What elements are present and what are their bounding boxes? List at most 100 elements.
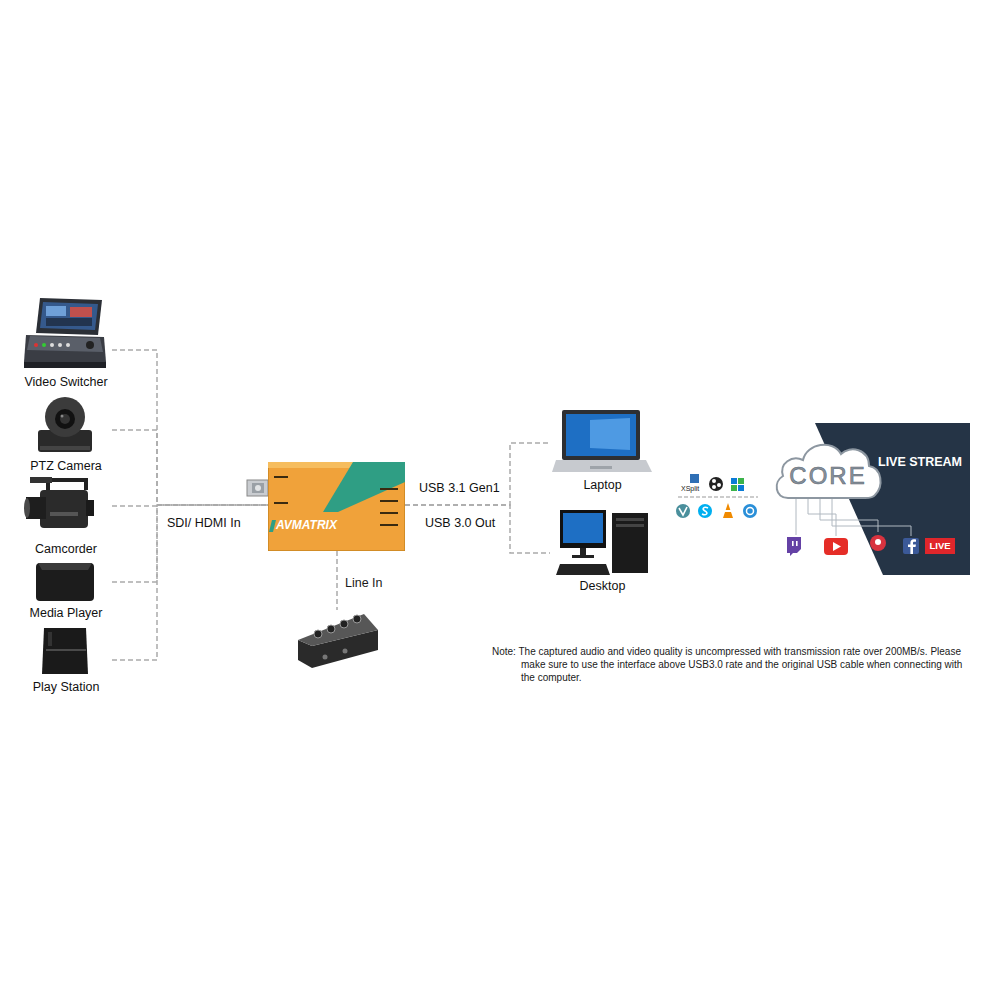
- video-switcher-icon-part: [46, 306, 66, 316]
- desktop-icon-part: [560, 510, 606, 548]
- software-icons-part: [676, 504, 690, 518]
- dashed-connector: [112, 430, 268, 505]
- ptz-camera-icon-part: [61, 415, 64, 418]
- game-console-icon-part: [42, 628, 88, 674]
- source-device-text: Play Station: [33, 680, 100, 695]
- panel-outline-part-part: [870, 535, 886, 551]
- camcorder-icon-part: [24, 498, 30, 518]
- software-logo-text: XSplit: [679, 484, 701, 493]
- desktop-icon-part: [612, 513, 648, 573]
- software-icons-part: [712, 485, 716, 489]
- laptop-icon-part: [590, 466, 612, 469]
- panel-outline-part-part: [833, 542, 841, 551]
- media-player-icon: [36, 563, 94, 601]
- audio-mixer-icon-part: [327, 625, 335, 633]
- video-switcher-icon-part: [46, 318, 92, 326]
- video-switcher-icon-part: [24, 335, 106, 362]
- laptop-icon-part: [566, 414, 636, 456]
- panel-outline-part-part: [908, 539, 916, 554]
- software-icons-part: [702, 507, 708, 514]
- media-player-icon-part: [36, 563, 94, 601]
- capture-card-art-part: [269, 520, 276, 532]
- video-switcher-icon-part: [42, 343, 46, 347]
- ptz-camera-icon-part: [60, 414, 70, 424]
- video-switcher-icon-part: [24, 362, 106, 368]
- panel-outline-part-part: [903, 538, 919, 554]
- video-switcher-icon-part: [34, 343, 38, 347]
- panel-outline-part-part: [796, 541, 798, 546]
- panel-outline-part-part: [832, 498, 911, 536]
- computer-text: Laptop: [583, 478, 621, 493]
- cloud-service-text: CORE: [789, 462, 866, 490]
- line-in-wire: [336, 551, 338, 610]
- software-icons-part: [679, 507, 687, 515]
- line-in-label: Line In: [343, 575, 385, 591]
- media-player-icon-part: [38, 563, 92, 570]
- capture-card: AVMATRIX: [268, 462, 405, 551]
- connector-label: SDI/ HDMI In: [165, 516, 243, 531]
- game-console-icon: [42, 628, 88, 674]
- dashed-connector: [405, 443, 550, 505]
- desktop-icon-part: [616, 518, 644, 521]
- source-device: Media Player: [20, 558, 112, 621]
- connector-label: USB 3.0 Out: [423, 516, 497, 531]
- bnc-connector: [247, 480, 268, 496]
- live-badge: LIVE: [925, 538, 955, 554]
- software-icons-part: [712, 479, 716, 483]
- laptop-icon-part: [562, 410, 640, 460]
- source-device-text: Video Switcher: [24, 375, 107, 390]
- ptz-camera-icon-part: [45, 397, 85, 437]
- camcorder-icon-part: [40, 490, 88, 528]
- ptz-camera-icon-part: [55, 409, 75, 429]
- software-icons-part: [698, 504, 712, 518]
- software-icons-part: [747, 508, 754, 515]
- panel-outline-part-part: [875, 539, 881, 545]
- audio-mixer-icon-part: [298, 614, 378, 646]
- software-icons-part: [738, 478, 744, 484]
- source-device: Video Switcher: [20, 296, 112, 390]
- video-switcher-icon-part: [27, 336, 103, 352]
- source-device-text: Media Player: [30, 606, 103, 621]
- software-icons-part: [723, 503, 733, 518]
- desktop-icon: [556, 510, 648, 575]
- software-icons-part: [738, 485, 744, 491]
- camcorder-icon: [24, 477, 94, 528]
- capture-card-art: [268, 462, 405, 551]
- software-icons-part: [743, 504, 757, 518]
- bnc-connector-part: [252, 483, 264, 493]
- video-switcher-icon-part: [66, 343, 70, 347]
- source-device: PTZ Camera: [20, 392, 112, 474]
- audio-mixer-icon: [298, 614, 378, 668]
- panel-outline-part-part: [796, 498, 797, 535]
- bnc-connector-part: [247, 480, 268, 496]
- capture-card-art-part: [380, 512, 398, 514]
- ptz-camera-icon-part: [40, 446, 90, 450]
- source-device: Camcorder: [20, 474, 112, 557]
- desktop-icon-part: [616, 524, 644, 527]
- panel-outline-part-part: [787, 537, 801, 556]
- computer: Laptop: [550, 405, 655, 493]
- note-text: Note: The captured audio and video quali…: [492, 645, 976, 684]
- live-stream-panel-text: LIVE STREAM: [878, 455, 962, 470]
- capture-card-art-part: [323, 462, 405, 512]
- dashed-connector: [112, 350, 268, 505]
- capture-card-art-part: [274, 476, 288, 478]
- software-icons-part: [690, 474, 699, 483]
- dashed-connector: [112, 505, 268, 660]
- camcorder-icon-part: [50, 512, 78, 516]
- audio-mixer-icon-part: [314, 630, 322, 638]
- game-console-icon-part: [46, 649, 86, 651]
- camcorder-icon-part: [48, 480, 86, 490]
- video-switcher-icon-part: [40, 302, 98, 330]
- capture-card-art-part: [380, 488, 398, 490]
- connector-label: USB 3.1 Gen1: [417, 481, 502, 496]
- desktop-icon-part: [563, 513, 603, 543]
- video-switcher-icon-part: [70, 307, 92, 317]
- video-switcher-icon: [24, 298, 106, 368]
- laptop-icon-part: [590, 418, 630, 450]
- ptz-camera-icon: [38, 397, 92, 452]
- panel-outline-part-part: [820, 498, 878, 532]
- video-switcher-icon-part: [86, 341, 94, 349]
